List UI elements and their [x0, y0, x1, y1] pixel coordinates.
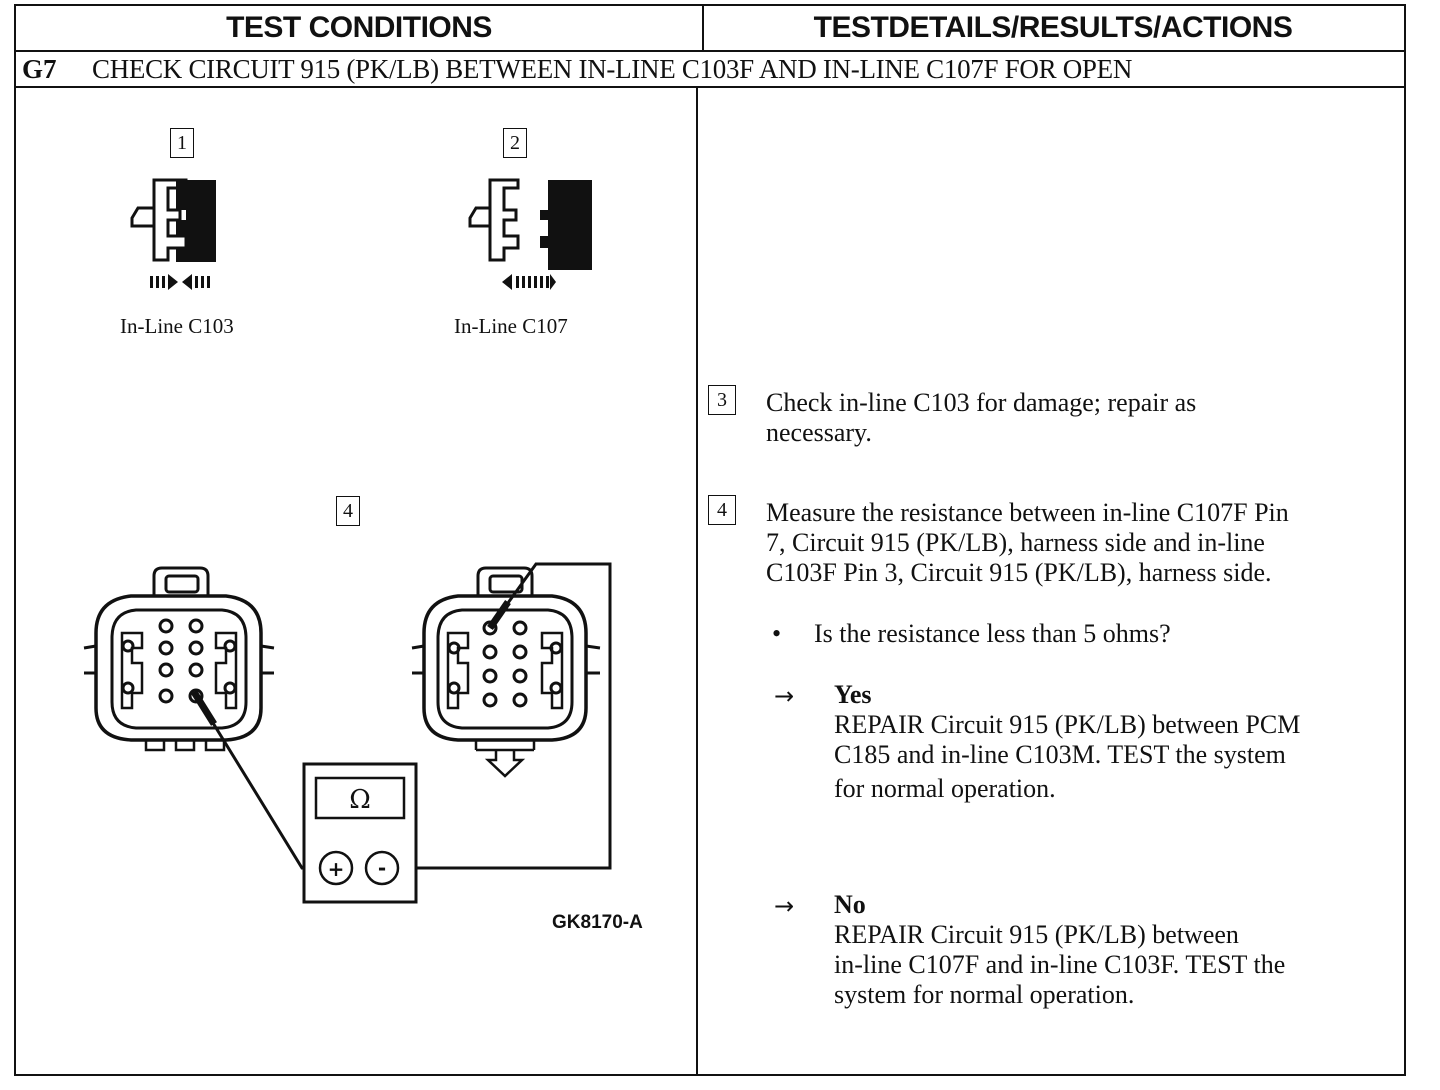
diagram-drawing: Ω + - — [83, 178, 612, 904]
connector-connect-icon — [130, 178, 216, 290]
answer-no-line: in-line C107F and in-line C103F. TEST th… — [834, 950, 1286, 979]
test-conditions-diagram: Ω + - 1 2 4 In-Line C103 In-Line C107 GK… — [16, 88, 696, 1076]
step-id: G7 — [22, 53, 57, 84]
step-4-line: Measure the resistance between in-line C… — [766, 498, 1289, 527]
answer-no: No REPAIR Circuit 915 (PK/LB) between in… — [834, 890, 1285, 1010]
header-test-conditions: TEST CONDITIONS — [16, 6, 704, 50]
header-test-details: TESTDETAILS/RESULTS/ACTIONS — [813, 11, 1293, 44]
answer-yes: Yes REPAIR Circuit 915 (PK/LB) between P… — [834, 680, 1300, 804]
callout-2: 2 — [503, 128, 527, 158]
answer-yes-label: Yes — [834, 680, 872, 709]
meter-ohm-symbol: Ω — [349, 785, 371, 815]
step-title: CHECK CIRCUIT 915 (PK/LB) BETWEEN IN-LIN… — [92, 53, 1133, 84]
meter-plus-terminal: + — [328, 857, 345, 881]
step-3-line: Check in-line C103 for damage; repair as — [766, 388, 1197, 417]
answer-no-line: REPAIR Circuit 915 (PK/LB) between — [834, 920, 1239, 949]
step-3-number: 3 — [708, 385, 736, 415]
arrow-right-icon: → — [774, 682, 795, 710]
connector-face-icon — [83, 566, 275, 752]
bullet-icon: • — [772, 619, 782, 648]
answer-yes-line: for normal operation. — [834, 774, 1056, 803]
figure-reference: GK8170-A — [552, 912, 643, 933]
answer-no-line: system for normal operation. — [834, 980, 1135, 1009]
connector-face-icon — [411, 566, 601, 778]
connector-disconnect-icon — [468, 178, 592, 290]
step-4-line: 7, Circuit 915 (PK/LB), harness side and… — [766, 528, 1265, 557]
step-3-text: Check in-line C103 for damage; repair as… — [766, 388, 1196, 448]
answer-yes-line: C185 and in-line C103M. TEST the system — [834, 740, 1286, 769]
callout-4: 4 — [336, 496, 360, 526]
step-4-text: Measure the resistance between in-line C… — [766, 498, 1289, 588]
step-title-row: G7 CHECK CIRCUIT 915 (PK/LB) BETWEEN IN-… — [16, 50, 1404, 88]
meter-minus-terminal: - — [378, 856, 386, 880]
question-text: Is the resistance less than 5 ohms? — [814, 619, 1171, 648]
procedure-table: TEST CONDITIONS TESTDETAILS/RESULTS/ACTI… — [14, 4, 1406, 1076]
callout-1: 1 — [170, 128, 194, 158]
caption-c107: In-Line C107 — [454, 314, 568, 338]
step-4-number: 4 — [708, 495, 736, 525]
answer-yes-line: REPAIR Circuit 915 (PK/LB) between PCM — [834, 710, 1301, 739]
ohmmeter-icon: Ω + - — [302, 762, 418, 904]
step-4-line: C103F Pin 3, Circuit 915 (PK/LB), harnes… — [766, 558, 1272, 587]
column-divider — [696, 88, 698, 1076]
caption-c103: In-Line C103 — [120, 314, 234, 338]
arrow-right-icon: → — [774, 892, 795, 920]
answer-no-label: No — [834, 890, 866, 919]
step-3-line: necessary. — [766, 418, 872, 447]
